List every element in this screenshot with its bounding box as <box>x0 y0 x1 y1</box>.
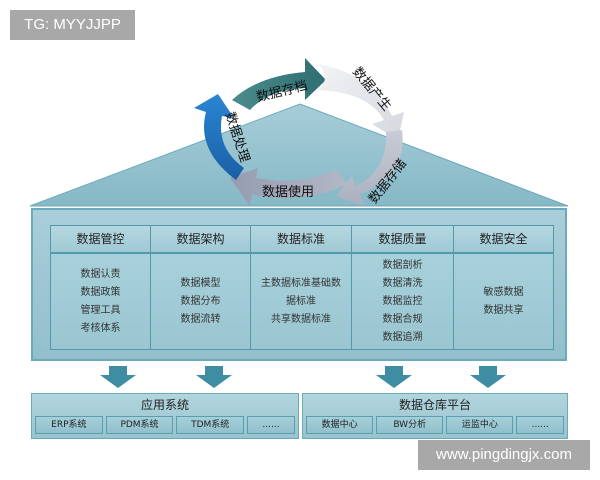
down-arrow-icon <box>100 366 136 388</box>
list-item: 数据监控 <box>382 295 423 307</box>
cycle-arrow-use: 数据使用 <box>230 168 348 206</box>
list-item: 数据共享 <box>483 304 524 316</box>
list-item: 数据追溯 <box>382 331 423 343</box>
column-title: 数据质量 <box>352 226 453 254</box>
column-data-quality: 数据质量 数据剖析 数据清洗 数据监控 数据合规 数据追溯 <box>351 225 454 350</box>
column-data-standards: 数据标准 主数据标准基础数 据标准 共享数据标准 <box>250 225 352 350</box>
list-item: 敏感数据 <box>483 286 524 298</box>
down-arrow-icon <box>196 366 232 388</box>
list-item: 管理工具 <box>80 304 121 316</box>
app-item-more: ...... <box>247 416 295 434</box>
column-title: 数据安全 <box>454 226 553 254</box>
list-item: 据标准 <box>286 295 316 307</box>
warehouse-item-more: ...... <box>516 416 565 434</box>
cycle-label-use: 数据使用 <box>262 184 314 200</box>
list-item: 数据清洗 <box>382 277 423 289</box>
list-item: 数据流转 <box>180 313 221 325</box>
app-item-tdm: TDM系统 <box>176 416 245 434</box>
app-item-pdm: PDM系统 <box>105 416 174 434</box>
application-systems-title: 应用系统 <box>140 398 189 412</box>
down-arrow-icon <box>470 366 506 388</box>
app-item-erp: ERP系统 <box>35 416 103 434</box>
warehouse-item-data-center: 数据中心 <box>306 416 374 434</box>
column-title: 数据管控 <box>51 226 150 254</box>
data-governance-panel: 数据管控 数据认责 数据政策 管理工具 考核体系 数据架构 数据模型 数据分布 … <box>31 208 567 361</box>
column-title: 数据架构 <box>151 226 250 254</box>
cycle-arrow-store: 数据存储 <box>336 130 410 207</box>
watermark-bottom: www.pingdingjx.com <box>418 440 590 470</box>
application-systems-box: 应用系统 ERP系统 PDM系统 TDM系统 ...... <box>31 393 299 439</box>
list-item: 共享数据标准 <box>271 313 331 325</box>
list-item: 数据合规 <box>382 313 423 325</box>
warehouse-item-ops-center: 运监中心 <box>446 416 514 434</box>
list-item: 数据政策 <box>80 286 121 298</box>
list-item: 数据模型 <box>180 277 221 289</box>
column-data-security: 数据安全 敏感数据 数据共享 <box>453 225 554 350</box>
list-item: 数据剖析 <box>382 259 423 271</box>
list-item: 考核体系 <box>80 322 121 334</box>
cycle-arrow-process: 数据处理 <box>194 94 252 180</box>
warehouse-item-bw-analysis: BW分析 <box>376 416 444 434</box>
column-title: 数据标准 <box>251 226 351 254</box>
watermark-top: TG: MYYJJPP <box>10 10 135 40</box>
column-data-architecture: 数据架构 数据模型 数据分布 数据流转 <box>150 225 251 350</box>
list-item: 数据认责 <box>80 268 121 280</box>
list-item: 主数据标准基础数 <box>261 277 341 289</box>
cycle-arrow-archive: 数据存档 <box>232 58 326 110</box>
data-warehouse-title: 数据仓库平台 <box>398 398 471 412</box>
data-warehouse-box: 数据仓库平台 数据中心 BW分析 运监中心 ...... <box>302 393 568 439</box>
down-arrow-icon <box>376 366 412 388</box>
cycle-arrow-produce: 数据产生 <box>318 64 404 140</box>
column-data-control: 数据管控 数据认责 数据政策 管理工具 考核体系 <box>50 225 151 350</box>
list-item: 数据分布 <box>180 295 221 307</box>
